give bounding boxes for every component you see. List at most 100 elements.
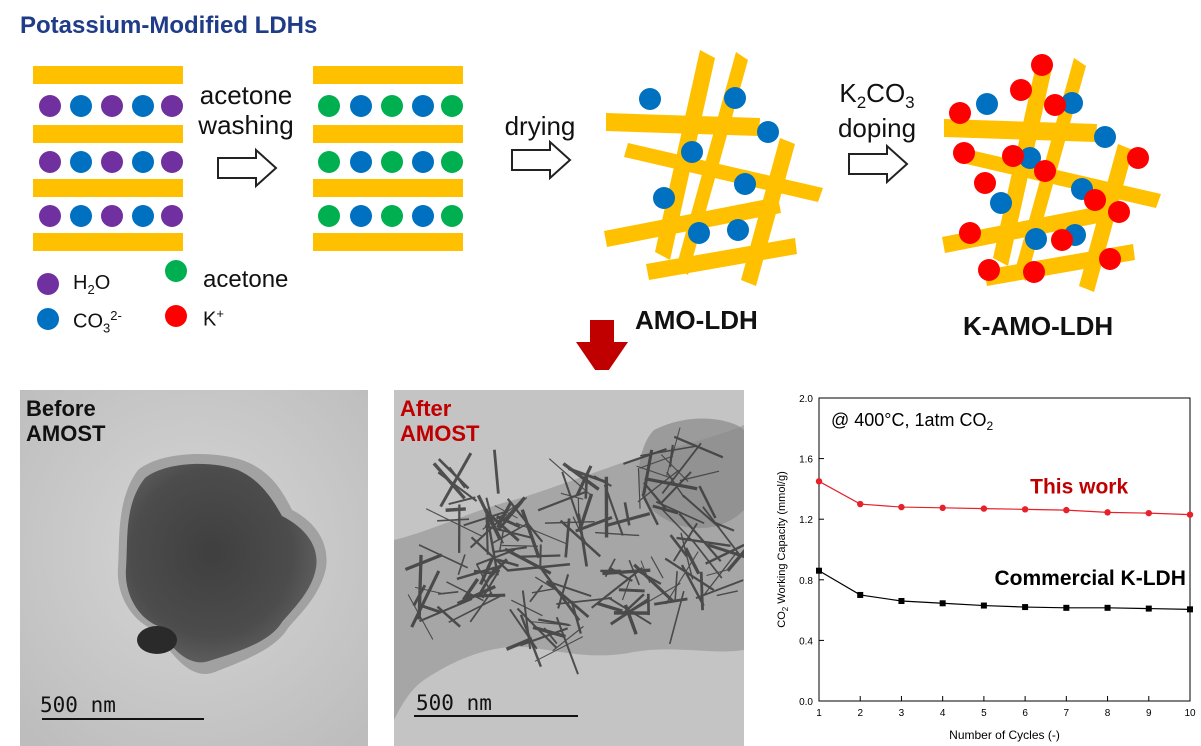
ldh-layer — [313, 125, 463, 143]
x-tick-label: 8 — [1105, 708, 1111, 719]
legend-acetone-label: acetone — [203, 266, 289, 293]
nanosheet-edge — [544, 520, 595, 524]
h2o-molecule — [39, 95, 61, 117]
acetone-molecule — [441, 151, 463, 173]
nanosheet-edge — [660, 471, 692, 505]
k-ion — [1031, 54, 1053, 76]
co3-ion — [412, 151, 434, 173]
row-1 — [39, 95, 183, 117]
k-ion — [978, 259, 1000, 281]
nanosheet-edge — [505, 637, 533, 651]
co3-ion — [639, 88, 661, 110]
k-ion — [1051, 229, 1073, 251]
nanosheet-edge — [684, 547, 701, 575]
nanosheet-edge — [559, 519, 602, 558]
nanosheet-edge — [595, 531, 640, 537]
nanosheet-edge — [473, 569, 496, 575]
nanosheet-edge — [707, 543, 744, 559]
tem-image-after: After AMOST 500 nm — [394, 390, 744, 746]
series-label-commercial: Commercial K-LDH — [995, 567, 1186, 590]
series-line — [818, 570, 1191, 610]
nanosheet-edge — [537, 490, 588, 512]
k-ion — [959, 222, 981, 244]
x-tick-label: 6 — [1022, 708, 1028, 719]
nanosheet-edge — [502, 496, 527, 523]
data-point — [1063, 604, 1070, 611]
nanosheet-edge — [528, 621, 572, 626]
ldh-stack-1 — [33, 66, 183, 251]
formula-subscript: 3 — [103, 320, 111, 336]
nanosheet-edge — [511, 599, 543, 617]
nanosheet-edge — [534, 636, 584, 662]
h2o-molecule — [161, 95, 183, 117]
step-drying: drying — [504, 111, 576, 141]
nanosheet-edge — [679, 470, 720, 482]
data-point — [980, 602, 987, 609]
nanosheet-edge — [538, 618, 570, 627]
step-k2co3-doping: K2CO3 doping — [812, 78, 942, 143]
co3-ion — [70, 151, 92, 173]
k-ion — [1023, 261, 1045, 283]
row-2 — [318, 151, 463, 173]
formula-part: O — [94, 272, 111, 294]
x-tick-label: 5 — [981, 708, 987, 719]
co3-ion — [350, 95, 372, 117]
h2o-molecule — [161, 151, 183, 173]
tem-after-caption: After AMOST — [400, 396, 479, 447]
k-ion — [1099, 248, 1121, 270]
co3-ion — [350, 205, 372, 227]
h2o-molecule — [161, 205, 183, 227]
data-point — [857, 500, 864, 508]
y-tick-label: 2.0 — [799, 394, 813, 405]
nanosheet-edge — [463, 510, 507, 527]
nanosheet-edge — [726, 549, 744, 572]
co3-ion — [132, 151, 154, 173]
k-ion — [953, 142, 975, 164]
nanosheet-edge — [699, 571, 704, 611]
nanosheet-edge — [531, 587, 556, 594]
ldh-layer — [33, 66, 183, 84]
nanosheet-edge — [425, 508, 484, 538]
nanosheet-edge — [633, 582, 681, 611]
data-point — [1104, 604, 1111, 611]
nanosheet-edge — [623, 447, 667, 465]
h2o-molecule — [101, 151, 123, 173]
nanosheet-edge — [521, 590, 532, 650]
y-tick-label: 1.6 — [799, 455, 813, 466]
nanosheet-edge — [584, 477, 589, 499]
scale-bar-label: 500 nm — [416, 691, 492, 715]
tem-before-image — [20, 390, 368, 746]
k-ion — [1044, 94, 1066, 116]
nanosheet-edge — [545, 580, 590, 619]
x-tick-label: 7 — [1064, 708, 1070, 719]
formula-part: K — [203, 308, 217, 331]
nanosheet-edge — [705, 543, 744, 565]
co3-ion — [757, 121, 779, 143]
nanosheet-edge — [418, 544, 469, 569]
nanosheet-edge — [501, 544, 539, 547]
nanosheet-edge — [702, 506, 742, 558]
nanosheet-edge — [637, 468, 641, 509]
legend-acetone-dot — [165, 260, 187, 282]
nanosheet-edge — [633, 563, 674, 602]
nanosheet-edge — [623, 502, 631, 526]
caption-line: AMOST — [400, 421, 480, 447]
y-tick-label: 0.4 — [799, 636, 813, 647]
k-ion — [1084, 189, 1106, 211]
nanosheet-edge — [668, 590, 685, 645]
x-tick-label: 2 — [857, 708, 863, 719]
legend-co3-dot — [37, 308, 59, 330]
nanosheet-edge — [448, 496, 476, 506]
ldh-layer — [313, 233, 463, 251]
h2o-molecule — [101, 95, 123, 117]
nanosheet-edge — [644, 477, 698, 491]
co3-ion — [681, 141, 703, 163]
co3-ion — [350, 151, 372, 173]
nanosheet-edge — [407, 594, 434, 640]
nanosheet-edge — [669, 534, 689, 558]
co3-ion — [734, 173, 756, 195]
nanosheet-edge — [520, 509, 541, 559]
chart-annotation: @ 400°C, 1atm CO2 — [831, 410, 994, 433]
acetone-molecule — [318, 205, 340, 227]
